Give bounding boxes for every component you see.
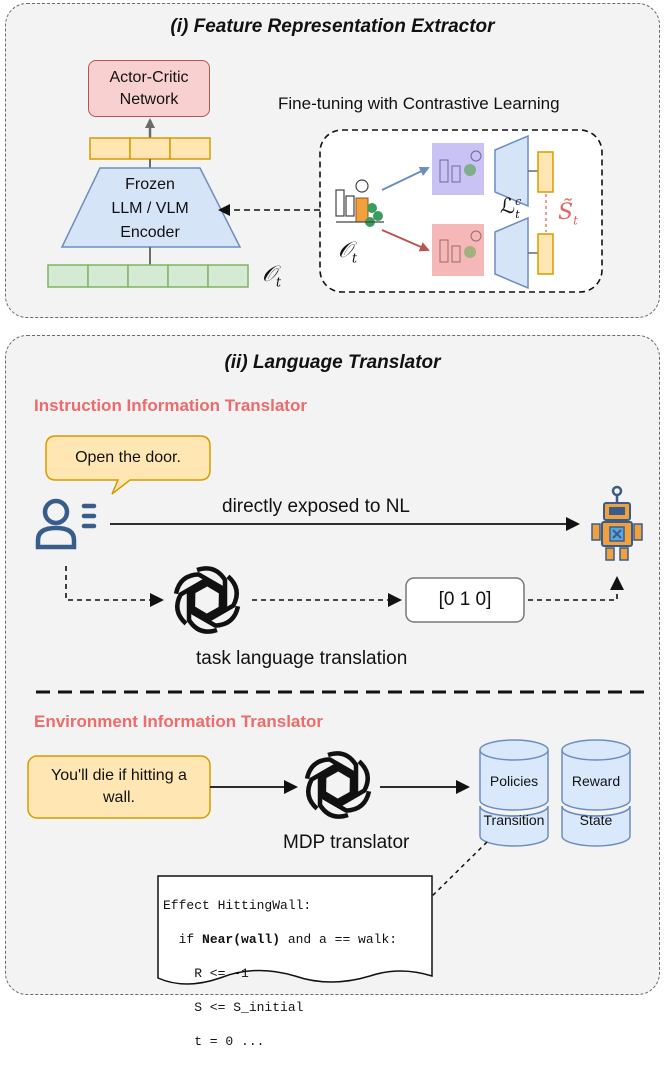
augmented-view-blue	[432, 143, 484, 195]
observation-token-row	[47, 264, 249, 288]
observation-scene-icon	[335, 179, 384, 227]
state-label: S̃t	[558, 200, 578, 228]
encoder-text: Frozen LLM / VLM Encoder	[111, 176, 189, 241]
augmented-view-red	[432, 224, 484, 276]
mdp-llm-logo-icon	[304, 751, 372, 819]
feature-vector-bottom	[537, 233, 554, 275]
translation-path	[65, 566, 164, 607]
db-policies: Policies	[489, 773, 539, 789]
bubble-text: Open the door.	[75, 449, 181, 466]
language-translator-graphics	[27, 435, 648, 985]
finetune-title: Fine-tuning with Contrastive Learning	[278, 94, 560, 113]
contrastive-loss-label: ℒct	[500, 194, 522, 222]
obs-label-main: 𝒪t	[262, 262, 282, 291]
robot-icon	[591, 485, 643, 561]
feature-extractor-graphics	[47, 118, 603, 293]
embedding-token-row	[89, 137, 211, 160]
direct-label: directly exposed to NL	[222, 496, 410, 517]
feature-vector-top	[537, 151, 554, 193]
contrastive-encoder-top	[494, 134, 529, 208]
frozen-encoder-shape	[60, 167, 242, 248]
environment-header: Environment Information Translator	[34, 712, 324, 731]
code-document	[157, 875, 433, 985]
speech-bubble	[45, 435, 211, 495]
code-line: t = 0 ...	[163, 1034, 265, 1049]
env-text: You'll die if hitting a wall.	[51, 767, 187, 806]
contrastive-encoder-bottom	[494, 216, 529, 290]
section2-title: (ii) Language Translator	[224, 352, 441, 373]
obs-label-finetune: 𝒪t	[338, 238, 358, 267]
task-vector-text: [0 1 0]	[438, 589, 492, 610]
code-line: R <= -1	[163, 966, 249, 981]
section1-title: (i) Feature Representation Extractor	[170, 16, 495, 37]
db-reward: Reward	[571, 773, 621, 789]
user-icon	[35, 498, 97, 550]
code-line: S <= S_initial	[163, 1000, 304, 1015]
task-vector-box	[405, 577, 525, 623]
db-transition: Transition	[483, 812, 545, 828]
db-state: State	[579, 812, 613, 828]
actor-critic-label: Actor-Critic Network	[109, 68, 189, 108]
code-line: if Near(wall) and a == walk:	[163, 932, 398, 947]
llm-logo-icon	[173, 566, 241, 634]
instruction-header: Instruction Information Translator	[34, 396, 307, 415]
mdp-label: MDP translator	[283, 832, 410, 853]
code-block: Effect HittingWall: if Near(wall) and a …	[163, 880, 397, 1067]
code-line: Effect HittingWall:	[163, 898, 312, 913]
actor-critic-box: Actor-Critic Network	[88, 60, 210, 117]
task-translation-label: task language translation	[196, 648, 408, 669]
mdp-database-icon	[479, 739, 631, 847]
encoder-label: Frozen LLM / VLM Encoder	[72, 170, 228, 248]
